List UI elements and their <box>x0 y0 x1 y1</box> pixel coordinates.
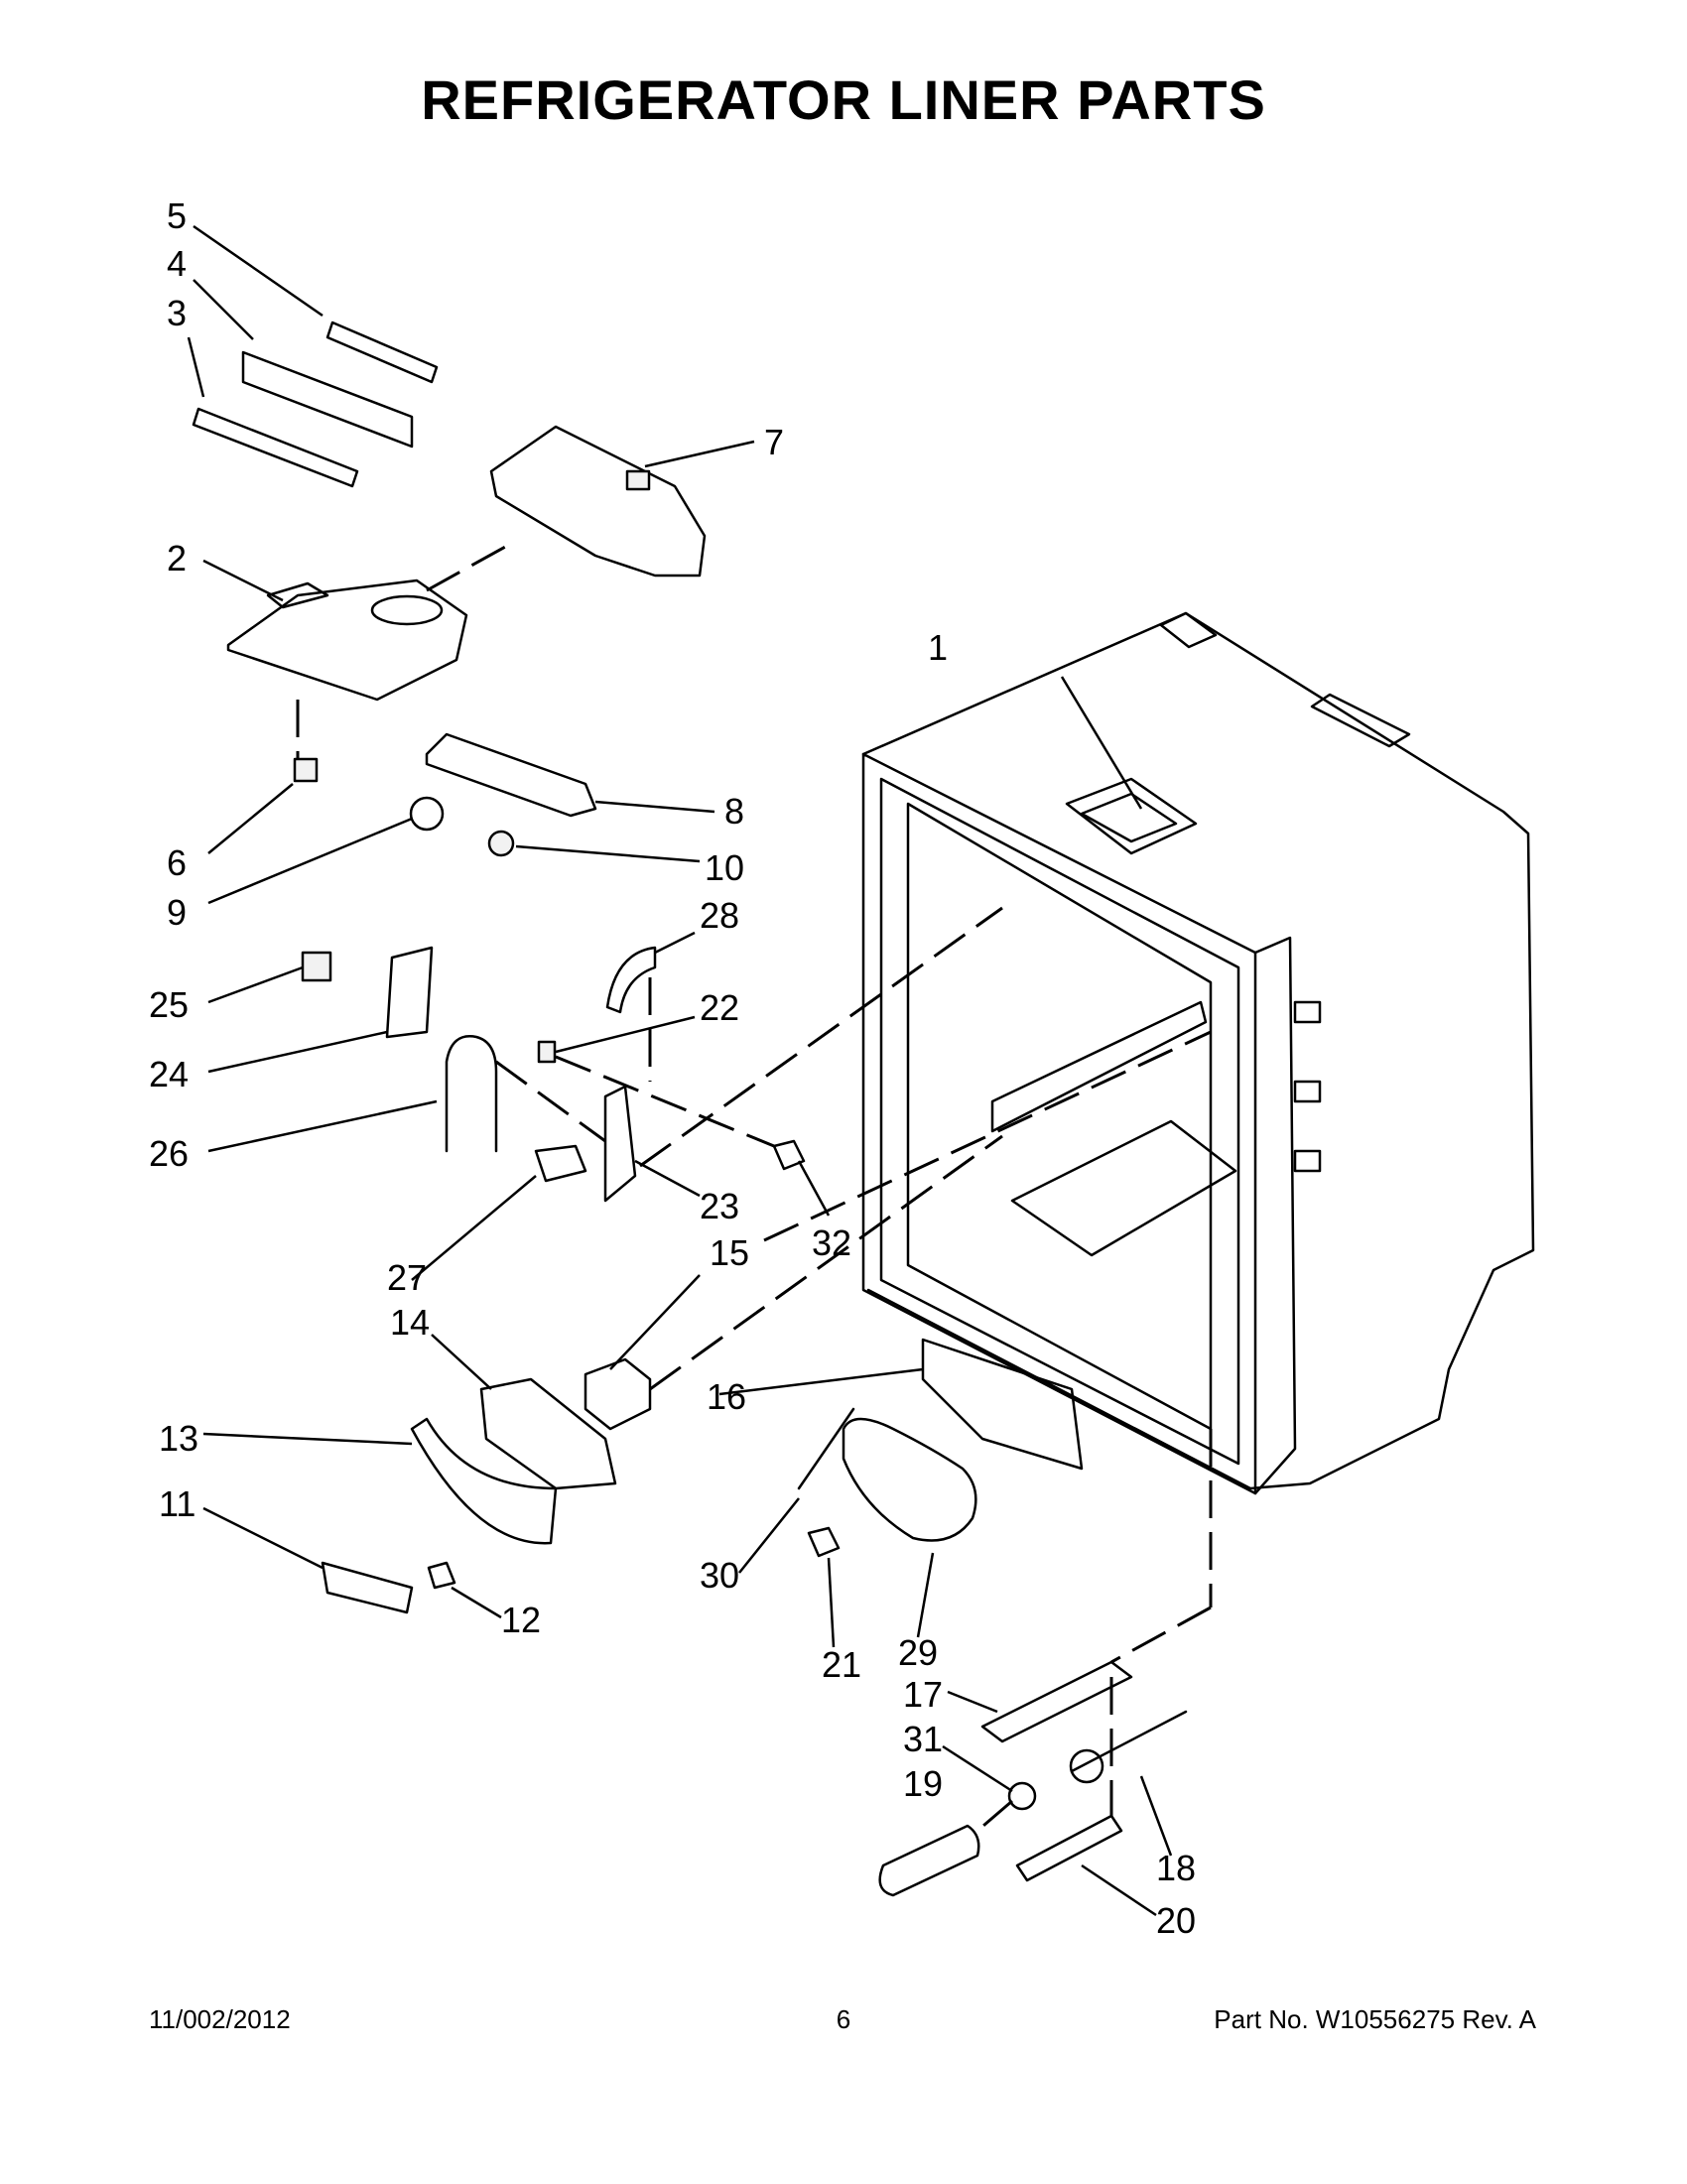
footer-part-number: Part No. W10556275 Rev. A <box>1214 2004 1536 2034</box>
part-28-cap <box>605 946 657 1014</box>
part-15-module <box>584 1357 652 1431</box>
callout-29: 29 <box>898 1632 938 1673</box>
callout-17: 17 <box>903 1674 943 1715</box>
callout-30: 30 <box>700 1555 739 1596</box>
part-14-actuator <box>479 1377 617 1490</box>
part-26-tube <box>445 1035 498 1153</box>
leader-lines <box>187 224 1173 1917</box>
part-6-switch <box>293 757 319 783</box>
part-16-bracket <box>921 1338 1084 1471</box>
part-24 <box>385 946 434 1039</box>
callout-8: 8 <box>724 791 744 832</box>
callout-26: 26 <box>149 1133 189 1174</box>
callout-12: 12 <box>501 1600 541 1640</box>
page-title: REFRIGERATOR LINER PARTS <box>421 68 1266 131</box>
part-7-cover <box>489 425 707 578</box>
callout-20: 20 <box>1156 1900 1196 1941</box>
part-22-clip <box>537 1040 557 1064</box>
part-19-filter <box>878 1824 980 1897</box>
part-20-cover <box>1015 1814 1123 1882</box>
callout-28: 28 <box>700 895 739 936</box>
footer-date: 11/002/2012 <box>149 2004 291 2034</box>
part-32-screw <box>772 1139 806 1171</box>
part-12-screw <box>427 1561 456 1590</box>
callout-27: 27 <box>387 1257 427 1298</box>
callout-22: 22 <box>700 987 739 1028</box>
part-31-cap <box>1007 1781 1037 1811</box>
part-17-bracket <box>980 1660 1133 1743</box>
callout-13: 13 <box>159 1418 198 1459</box>
part-5-strip <box>325 321 439 384</box>
callout-6: 6 <box>167 842 187 883</box>
part-23-housing <box>603 1085 637 1203</box>
part-3-strip <box>192 407 359 488</box>
part-27 <box>534 1144 587 1183</box>
callout-9: 9 <box>167 892 187 933</box>
callout-labels: 5 4 3 7 2 1 8 6 10 9 28 25 22 24 26 23 3… <box>149 195 1196 1941</box>
part-11-grille <box>321 1561 414 1614</box>
callout-16: 16 <box>707 1376 746 1417</box>
callout-5: 5 <box>167 195 187 236</box>
callout-7: 7 <box>764 422 784 462</box>
part-4-bracket <box>241 350 414 449</box>
callout-2: 2 <box>167 538 187 578</box>
callout-10: 10 <box>705 847 744 888</box>
part-18-head <box>1069 1748 1104 1784</box>
callout-11: 11 <box>159 1483 195 1524</box>
part-9-bulb <box>409 796 445 832</box>
part-29-heater <box>842 1417 977 1542</box>
callout-18: 18 <box>1156 1848 1196 1888</box>
callout-14: 14 <box>390 1302 430 1343</box>
part-21-screw <box>807 1526 841 1558</box>
assembly-lines <box>296 539 1213 1833</box>
callout-1: 1 <box>928 627 948 668</box>
callout-31: 31 <box>903 1719 943 1759</box>
control-housing <box>226 578 468 702</box>
callout-25: 25 <box>149 984 189 1025</box>
part-18-probe <box>1070 1710 1188 1773</box>
part-13-bezel <box>410 1417 558 1545</box>
callout-21: 21 <box>822 1644 861 1685</box>
callout-15: 15 <box>710 1232 749 1273</box>
part-10-socket <box>487 830 515 857</box>
liner-cabinet <box>861 611 1535 1495</box>
callout-4: 4 <box>167 243 187 284</box>
footer-page-number: 6 <box>836 2004 851 2034</box>
callout-3: 3 <box>167 293 187 333</box>
callout-23: 23 <box>700 1186 739 1226</box>
callout-24: 24 <box>149 1054 189 1094</box>
part-8-lamp-housing <box>425 732 597 818</box>
part-30-rod <box>797 1407 855 1490</box>
part-25 <box>301 951 332 982</box>
callout-19: 19 <box>903 1763 943 1804</box>
callout-32: 32 <box>812 1222 851 1263</box>
